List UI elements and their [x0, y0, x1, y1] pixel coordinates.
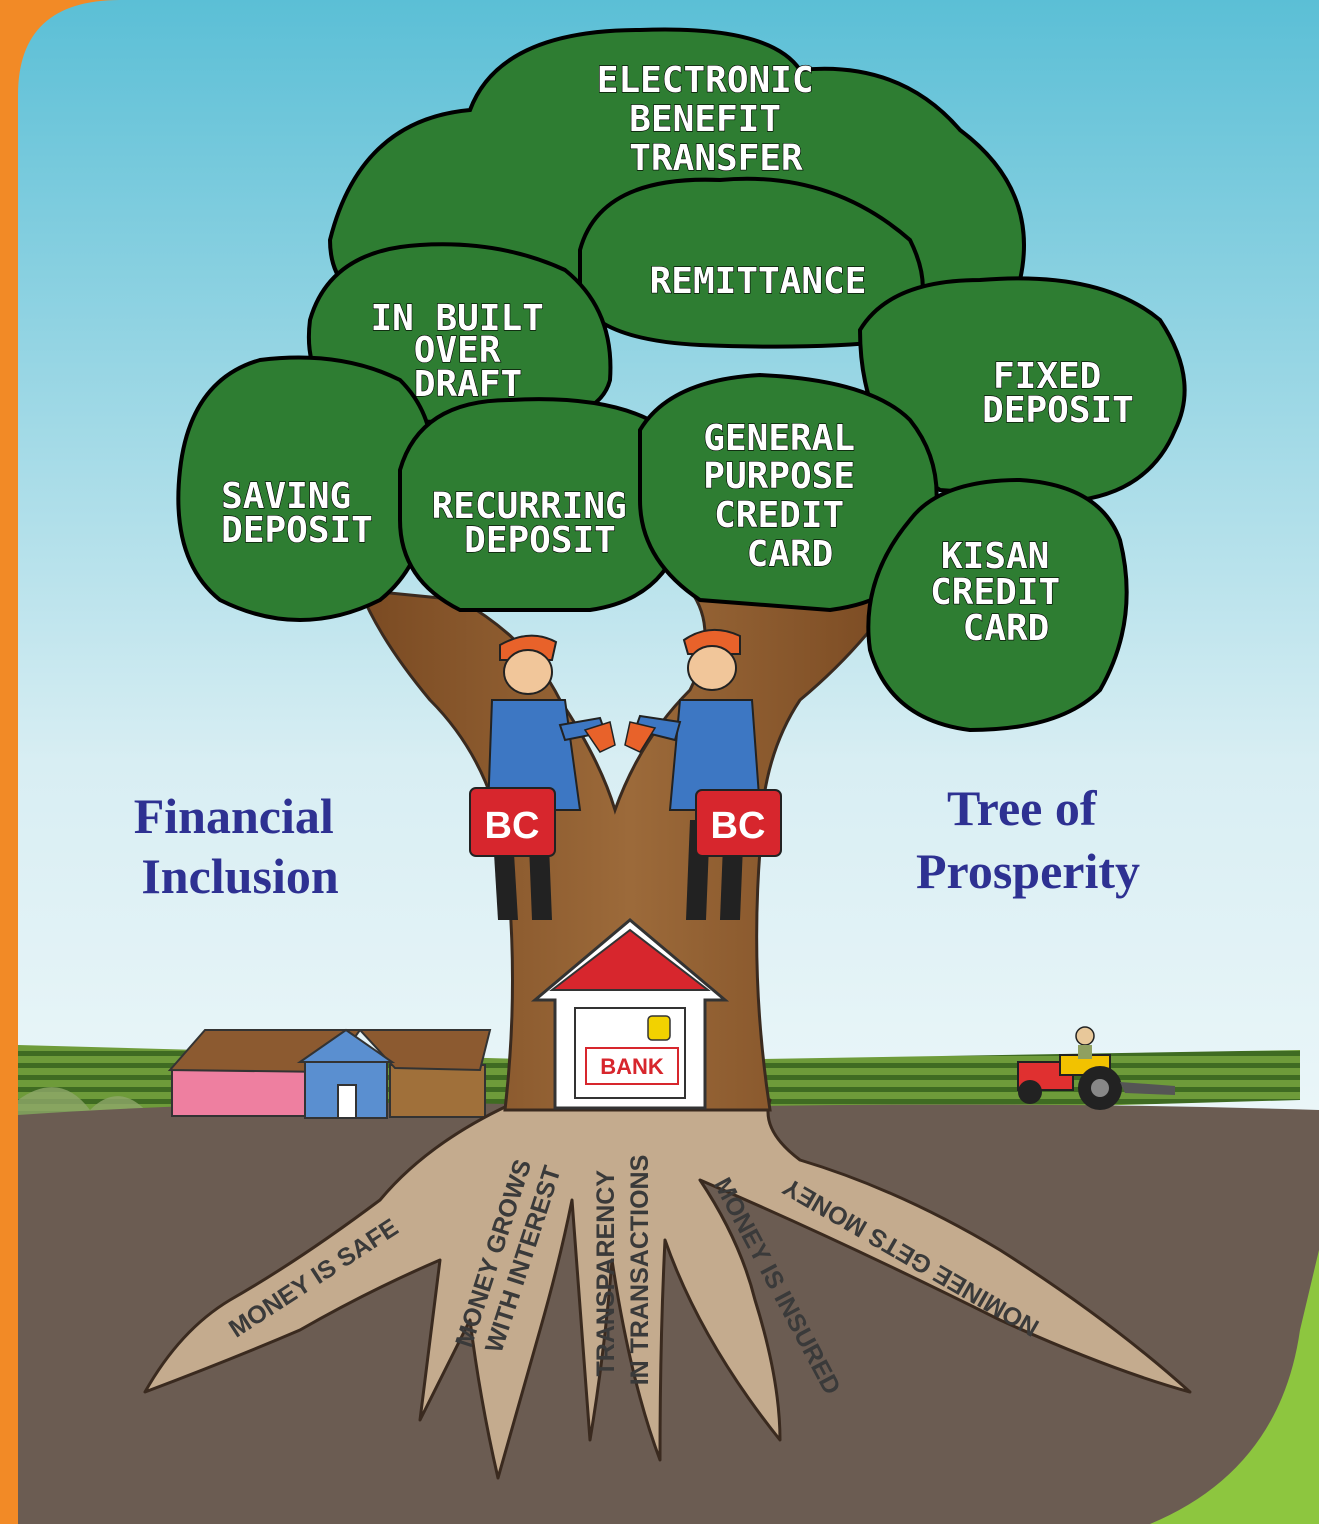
canopy-labels: ELECTRONIC BENEFIT TRANSFER REMITTANCE I… [221, 59, 1135, 649]
bc-bag-label-left: BC [485, 805, 540, 847]
root-label-transparency: TRANSPARENCY IN TRANSACTIONS [592, 1155, 654, 1386]
canopy-label-overdraft: IN BUILT OVER DRAFT [370, 298, 565, 405]
bank-correspondent-person-icon [469, 634, 616, 920]
bank-label: BANK [600, 1054, 664, 1079]
corner-green [1150, 1250, 1319, 1524]
field [700, 1050, 1300, 1115]
canopy-label-general-purpose-credit-card: GENERAL PURPOSE CREDIT CARD [703, 418, 876, 575]
canopy-label-recurring-deposit: RECURRING DEPOSIT [432, 486, 649, 561]
bc-bag-label-right: BC [711, 805, 766, 847]
canopy-label-ebt: ELECTRONIC BENEFIT TRANSFER [597, 60, 835, 179]
right-caption: Tree of Prosperity [916, 780, 1140, 899]
canopy-label-saving-deposit: SAVING DEPOSIT [221, 476, 373, 551]
soil [18, 1102, 1319, 1524]
canopy-label-kisan-credit-card: KISAN CREDIT CARD [930, 536, 1082, 649]
bank-correspondent-person-icon [624, 629, 782, 920]
bank-house-icon [530, 918, 730, 1110]
tree-roots [143, 1098, 1192, 1480]
canopy-label-remittance: REMITTANCE [650, 261, 867, 302]
left-caption: Financial Inclusion [134, 788, 347, 904]
village-hut-icon [167, 1028, 492, 1119]
tree-canopy [176, 27, 1187, 733]
tractor-icon [1017, 1026, 1175, 1110]
canopy-label-fixed-deposit: FIXED DEPOSIT [982, 356, 1134, 431]
